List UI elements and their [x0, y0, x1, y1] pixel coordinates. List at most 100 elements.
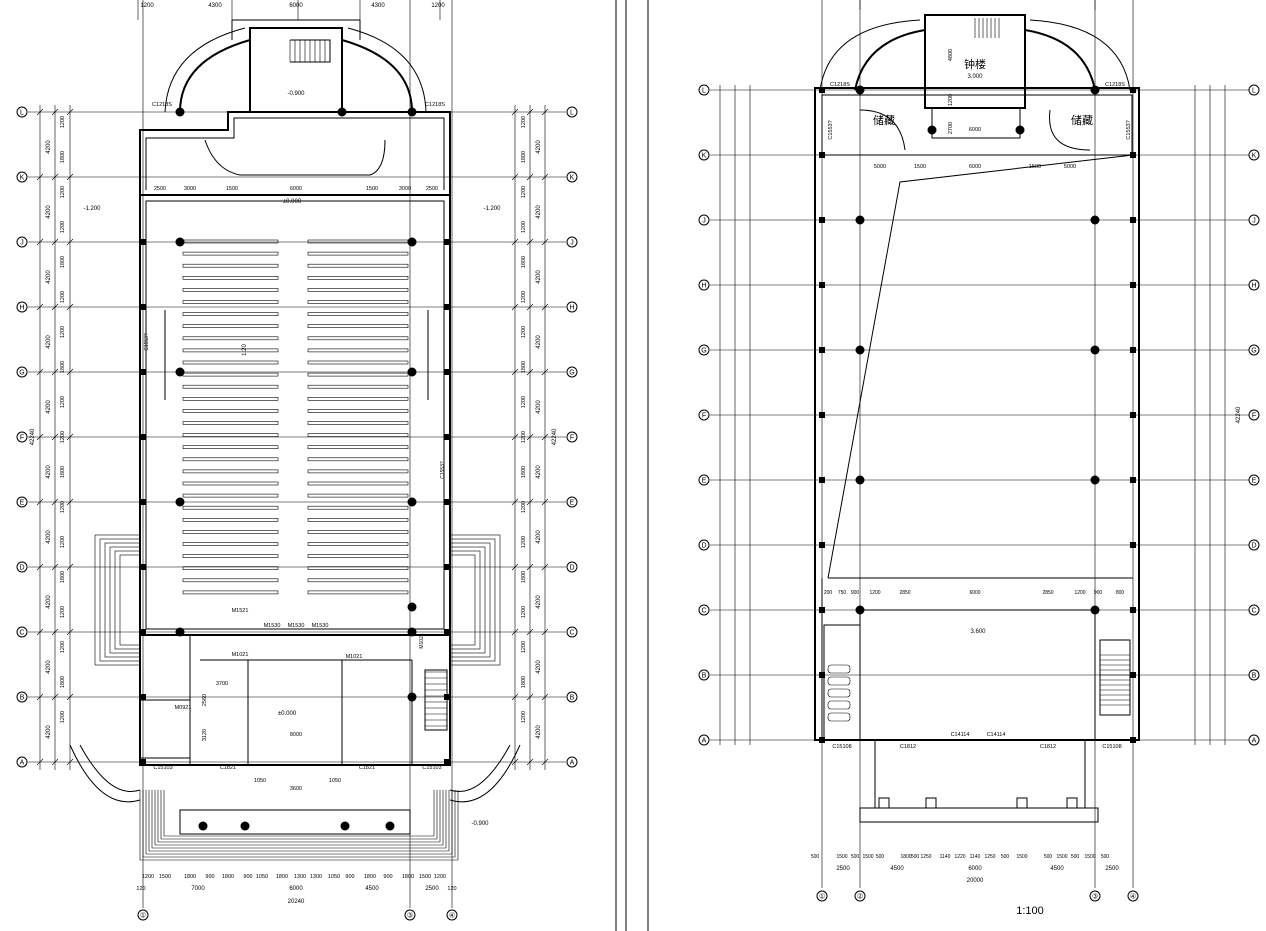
pew: [307, 360, 409, 365]
wall-column: [1130, 672, 1136, 678]
wall-column: [140, 564, 146, 570]
pew: [307, 409, 409, 413]
axis-bubble-col-2-label: ④: [449, 912, 455, 920]
bottom-dimension: 1250: [984, 854, 995, 860]
axis-bubble-D: [566, 561, 578, 573]
window-label: C1553?: [144, 333, 150, 351]
left-dimension: 4200: [46, 270, 52, 284]
axis-bubble-B: [566, 691, 578, 703]
dimension-tick: [541, 173, 549, 181]
bottom-dimension: 1050: [256, 874, 268, 880]
pew: [307, 530, 409, 534]
door-label: M1021: [419, 633, 425, 649]
overall-height: 42240: [30, 428, 36, 445]
dimension-tick: [36, 368, 44, 376]
axis-bubble-G: [698, 344, 710, 356]
stage-inner-wall: [145, 117, 445, 190]
pew: [307, 372, 409, 377]
dimension-tick: [66, 108, 74, 116]
door-label: M0921: [175, 705, 192, 711]
top-dimension: 4300: [371, 3, 385, 9]
axis-bubble-H-label: H: [701, 283, 706, 290]
entrance-step: [154, 790, 444, 846]
door-label: M1530: [288, 623, 305, 629]
dimension-label: 1500: [1029, 164, 1041, 170]
right-subdimension: 1200: [521, 536, 527, 548]
axis-bubble-H-label: H: [569, 305, 574, 312]
dimension-label: 800: [1116, 590, 1125, 596]
right-subdimension: 1200: [521, 431, 527, 443]
elevation-label: 3.600: [970, 629, 986, 635]
top-dimension: 1200: [431, 3, 445, 9]
column: [407, 692, 417, 702]
pew: [307, 578, 409, 583]
column: [1090, 345, 1100, 355]
axis-bubble-D: [16, 561, 28, 573]
bottom-dimension: 500: [1101, 854, 1110, 860]
stair-right-treads: [425, 671, 447, 727]
column: [407, 367, 417, 377]
arch-left: [179, 39, 251, 113]
bottom-dimension: 1800: [222, 874, 234, 880]
room-label: 储藏: [873, 113, 895, 127]
axis-bubble-F-label: F: [702, 413, 706, 420]
dimension-tick: [541, 238, 549, 246]
pew: [182, 566, 279, 571]
elevation-label: -0.900: [287, 91, 305, 97]
portico-post: [925, 797, 937, 809]
left-subdimension: 1200: [60, 326, 66, 338]
axis-bubble-C: [698, 604, 710, 616]
right-subdimension: 1200: [521, 291, 527, 303]
room-dimension: 3120: [202, 729, 208, 741]
room-label: 钟楼: [964, 57, 986, 71]
wall-column: [140, 694, 146, 700]
pew: [307, 384, 409, 389]
wall-column: [444, 499, 450, 505]
axis-bubble-F-label: F: [20, 435, 24, 442]
wall-column: [140, 434, 146, 440]
axis-bubble-H-label: H: [19, 305, 24, 312]
axis-bubble-E: [566, 496, 578, 508]
column: [927, 125, 937, 135]
dimension-label: 2850: [1042, 590, 1053, 596]
dimension-tick: [36, 303, 44, 311]
axis-bubble-D-label: D: [19, 565, 24, 572]
pew: [182, 457, 279, 462]
bottom-dimension: 1220: [954, 854, 965, 860]
dimension-tick: [36, 238, 44, 246]
axis-bubble-F: [698, 409, 710, 421]
dimension-tick: [541, 693, 549, 701]
pew: [182, 578, 279, 583]
portico-beam: [859, 807, 1099, 823]
bottom-dimension: 1140: [970, 854, 981, 860]
axis-bubble-A: [566, 756, 578, 768]
axis-bubble-A: [698, 734, 710, 746]
right-dimension: 4200: [536, 270, 542, 284]
arch-right: [1024, 29, 1096, 91]
wall-column: [819, 347, 825, 353]
axis-bubble-F-label: F: [1252, 413, 1256, 420]
door-label: M1530: [264, 623, 281, 629]
tower-dimension: 2700: [948, 122, 954, 134]
bottom-dimension: 1050: [328, 874, 340, 880]
right-subdimension: 1200: [521, 326, 527, 338]
column: [407, 627, 417, 637]
axis-bubble-B-label: B: [702, 673, 707, 680]
pew: [307, 312, 409, 316]
pew: [307, 239, 409, 244]
dimension-tick: [511, 238, 519, 246]
door-label: M1521: [232, 608, 249, 614]
room-dimension: 3700: [216, 681, 228, 687]
wall-column: [819, 87, 825, 93]
axis-bubble-K-label: K: [20, 175, 25, 182]
wall-column: [140, 304, 146, 310]
door-label: M1021: [346, 654, 363, 660]
toilet-room: [823, 624, 861, 741]
right-dimension: 4200: [536, 140, 542, 154]
wall-column: [444, 564, 450, 570]
right-dimension: 4200: [536, 660, 542, 674]
bottom-dimension: 1800: [276, 874, 288, 880]
left-dimension: 4200: [46, 595, 52, 609]
